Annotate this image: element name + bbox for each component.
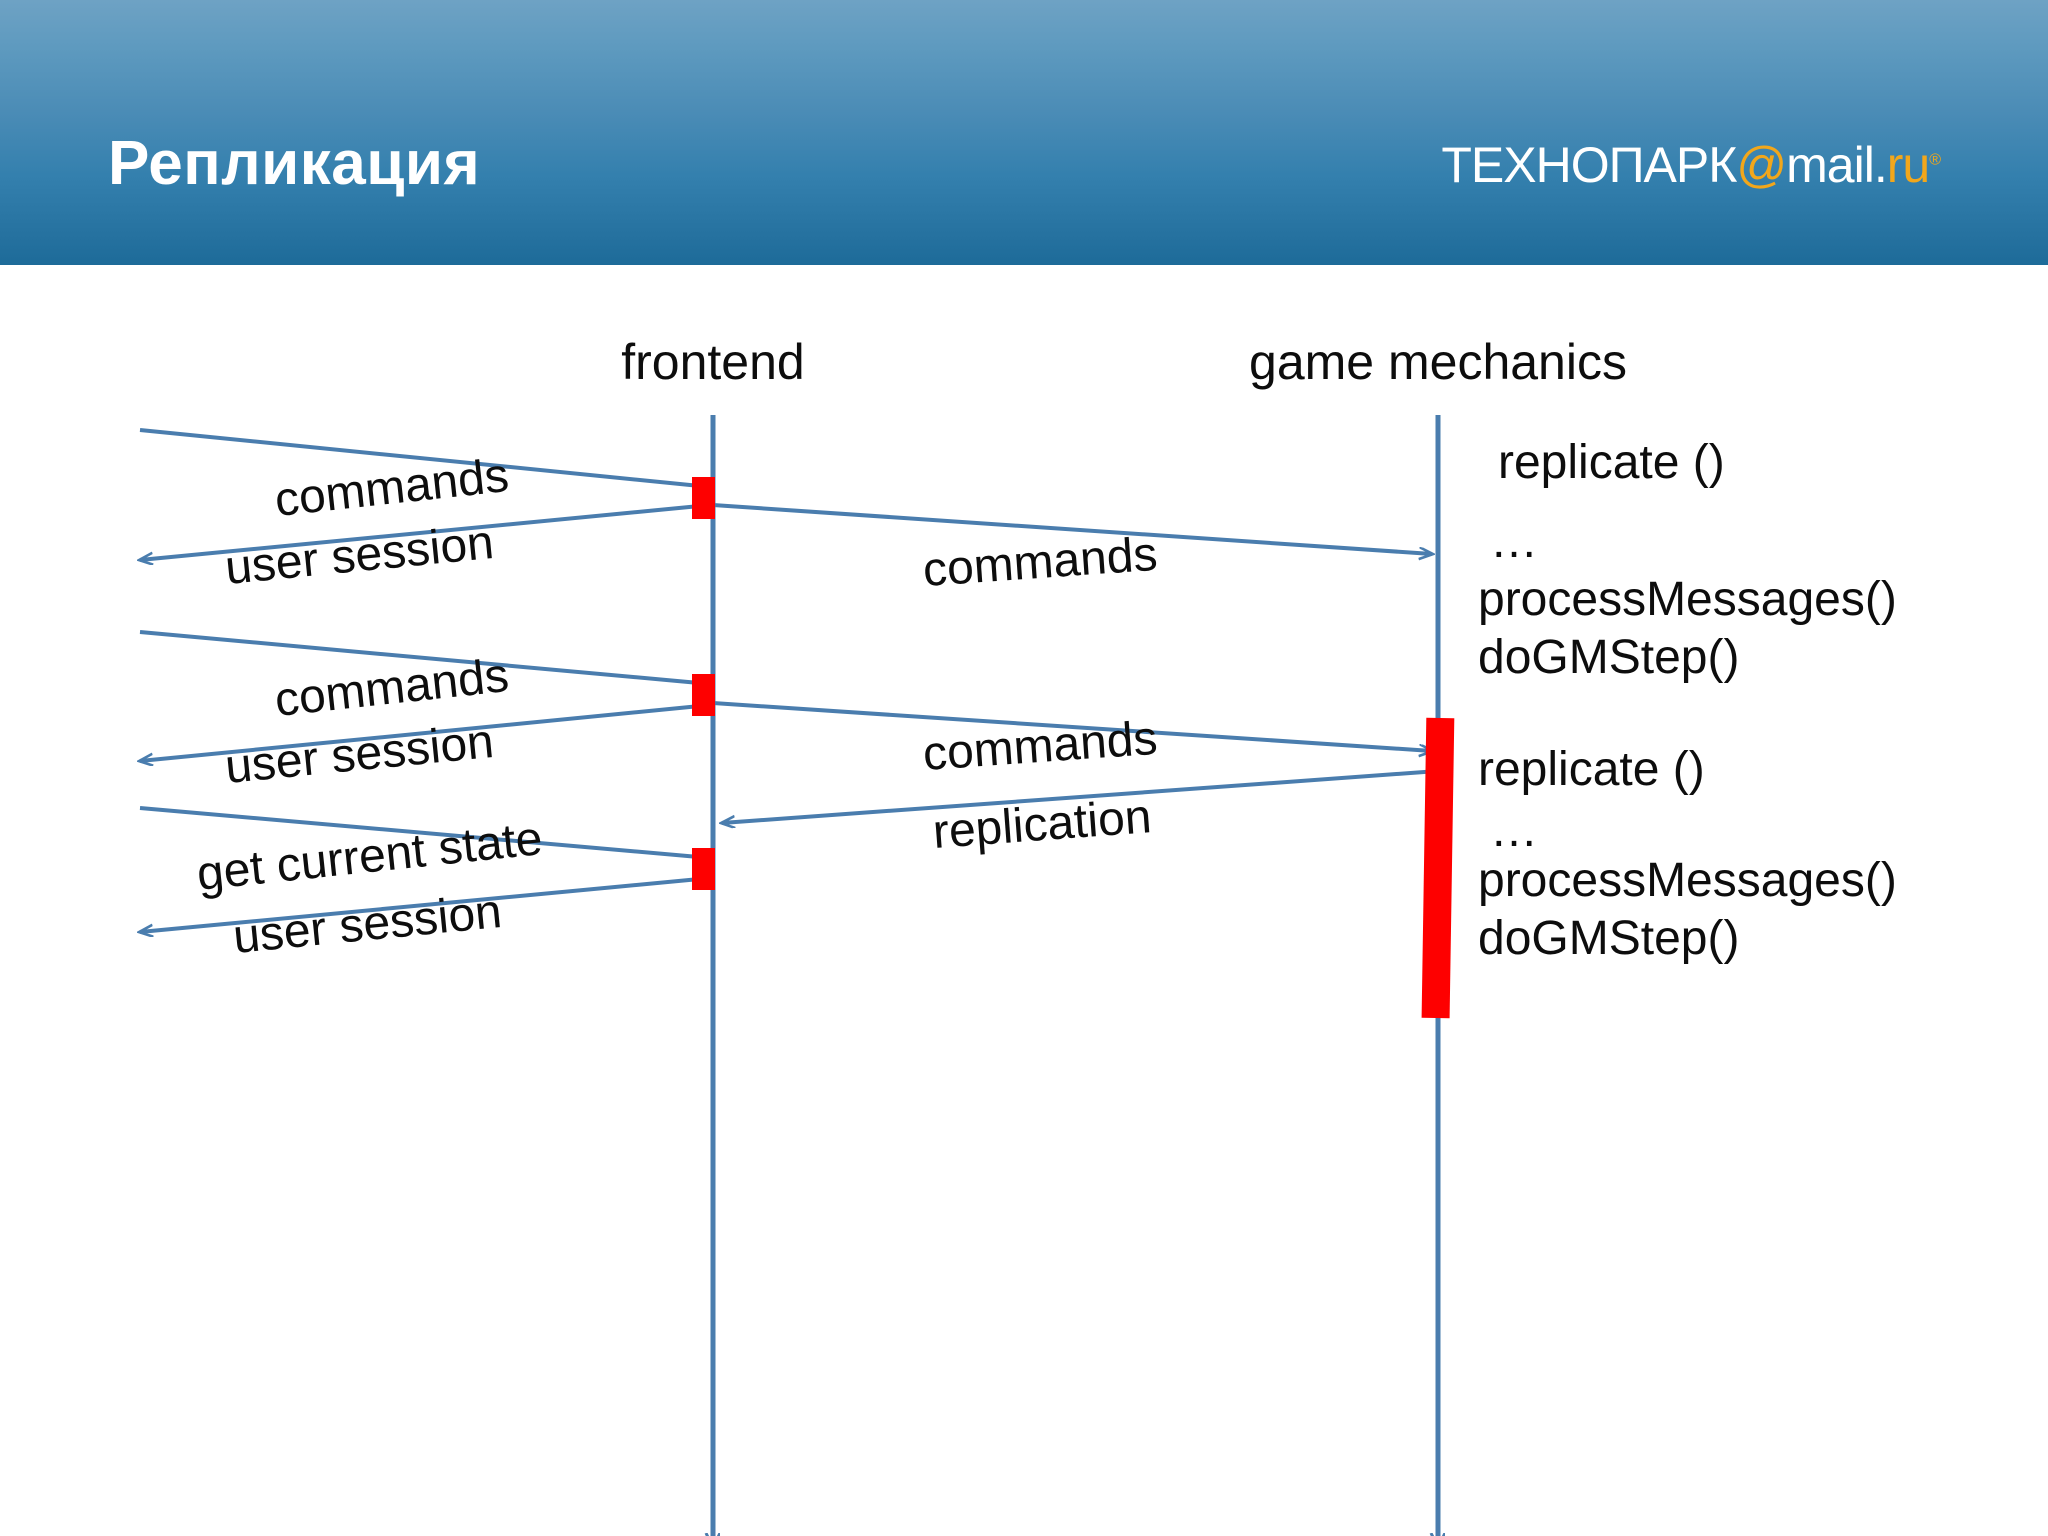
- message-arrow-m1: [139, 428, 710, 487]
- header-underline: [0, 265, 2048, 271]
- activation-bar-game-mechanics: [1421, 717, 1455, 1019]
- logo-ru-text: ru: [1886, 137, 1930, 193]
- gm-note-processmessages-2: processMessages(): [1478, 854, 1897, 907]
- page-title: Репликация: [108, 129, 481, 198]
- gm-note-dogmstep-2: doGMStep(): [1478, 912, 1740, 965]
- message-arrow-m2: [140, 503, 711, 560]
- message-arrow-m5: [140, 703, 711, 761]
- message-arrow-m3: [712, 503, 1432, 554]
- lifeline-label-frontend: frontend: [621, 334, 805, 390]
- activation-bar-frontend-3: [692, 848, 715, 890]
- logo-dot: .: [1873, 137, 1888, 193]
- logo-technopark-text: ТЕХНОПАРК: [1441, 137, 1737, 193]
- gm-note-processmessages-1: processMessages(): [1478, 573, 1897, 626]
- logo-mail-text: mail: [1786, 137, 1875, 193]
- sequence-diagram-svg: [0, 415, 1455, 1536]
- activation-bar-frontend-1: [692, 477, 715, 519]
- slide-header: [0, 0, 2048, 265]
- gm-note-ellipsis-1: …: [1490, 515, 1538, 568]
- gm-note-ellipsis-2: …: [1490, 804, 1538, 857]
- lifeline-label-game-mechanics: game mechanics: [1249, 334, 1627, 390]
- message-arrow-m4: [139, 630, 710, 684]
- message-arrow-m7: [722, 769, 1439, 823]
- gm-note-dogmstep-1: doGMStep(): [1478, 631, 1740, 684]
- gm-note-replicate-2: replicate (): [1478, 743, 1705, 796]
- message-arrow-m9: [140, 876, 711, 932]
- gm-note-replicate-1: replicate (): [1498, 436, 1725, 489]
- registered-trademark-icon: ®: [1929, 151, 1941, 169]
- message-arrow-m8: [139, 806, 710, 858]
- message-arrow-m6: [712, 701, 1432, 751]
- activation-bar-frontend-2: [692, 674, 715, 716]
- technopark-mailru-logo: ТЕХНОПАРК@mail.ru®: [1441, 137, 1941, 193]
- at-icon: @: [1736, 137, 1787, 193]
- sequence-diagram: frontend game mechanics commands user se…: [0, 265, 2048, 1536]
